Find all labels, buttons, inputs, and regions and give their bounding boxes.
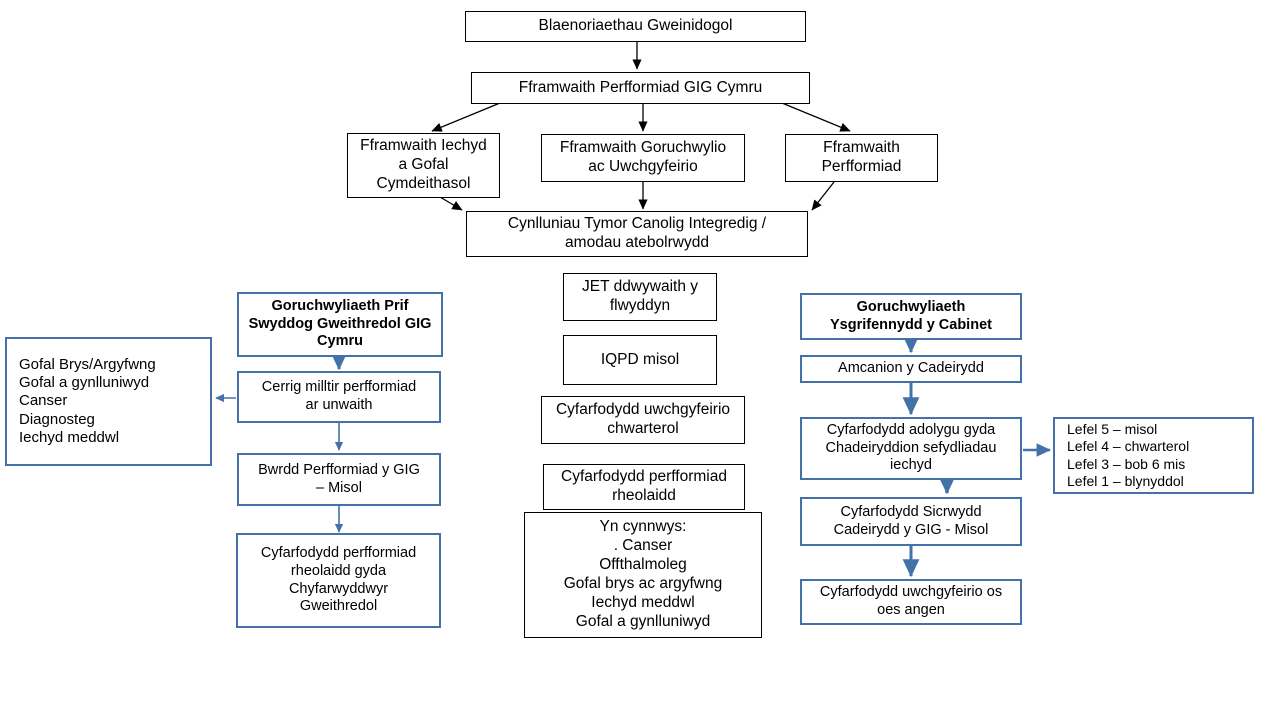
- box-ceo-oversight-header: Goruchwyliaeth Prif Swyddog Gweithredol …: [237, 292, 443, 357]
- box-cabinet-secretary-oversight-header: Goruchwyliaeth Ysgrifennydd y Cabinet: [800, 293, 1022, 340]
- box-chair-objectives: Amcanion y Cadeirydd: [800, 355, 1022, 383]
- box-performance-framework: Fframwaith Perfformiad GIG Cymru: [471, 72, 810, 104]
- box-priority-care-areas: Gofal Brys/Argyfwng Gofal a gynlluniwyd …: [5, 337, 212, 466]
- box-iqpd-monthly: IQPD misol: [563, 335, 717, 385]
- box-jet-biannual: JET ddwywaith y flwyddyn: [563, 273, 717, 321]
- box-nhs-performance-board: Bwrdd Perfformiad y GIG – Misol: [237, 453, 441, 506]
- box-includes-list: Yn cynnwys: . Canser Offthalmoleg Gofal …: [524, 512, 762, 638]
- box-review-meetings-health-board-chairs: Cyfarfodydd adolygu gyda Chadeiryddion s…: [800, 417, 1022, 480]
- box-integrated-medium-term-plans: Cynlluniau Tymor Canolig Integredig / am…: [466, 211, 808, 257]
- box-regular-performance-meetings: Cyfarfodydd perfformiad rheolaidd: [543, 464, 745, 510]
- box-ministerial-priorities: Blaenoriaethau Gweinidogol: [465, 11, 806, 42]
- box-escalation-levels: Lefel 5 – misol Lefel 4 – chwarterol Lef…: [1053, 417, 1254, 494]
- box-escalation-meetings-if-needed: Cyfarfodydd uwchgyfeirio os oes angen: [800, 579, 1022, 625]
- box-immediate-performance-milestones: Cerrig milltir perfformiad ar unwaith: [237, 371, 441, 423]
- box-oversight-escalation-framework: Fframwaith Goruchwylio ac Uwchgyfeirio: [541, 134, 745, 182]
- box-performance-framework-branch: Fframwaith Perfformiad: [785, 134, 938, 182]
- box-nhs-chair-assurance-meetings: Cyfarfodydd Sicrwydd Cadeirydd y GIG - M…: [800, 497, 1022, 546]
- box-health-social-care-framework: Fframwaith Iechyd a Gofal Cymdeithasol: [347, 133, 500, 198]
- box-regular-performance-meetings-executives: Cyfarfodydd perfformiad rheolaidd gyda C…: [236, 533, 441, 628]
- box-quarterly-escalation-meetings: Cyfarfodydd uwchgyfeirio chwarterol: [541, 396, 745, 444]
